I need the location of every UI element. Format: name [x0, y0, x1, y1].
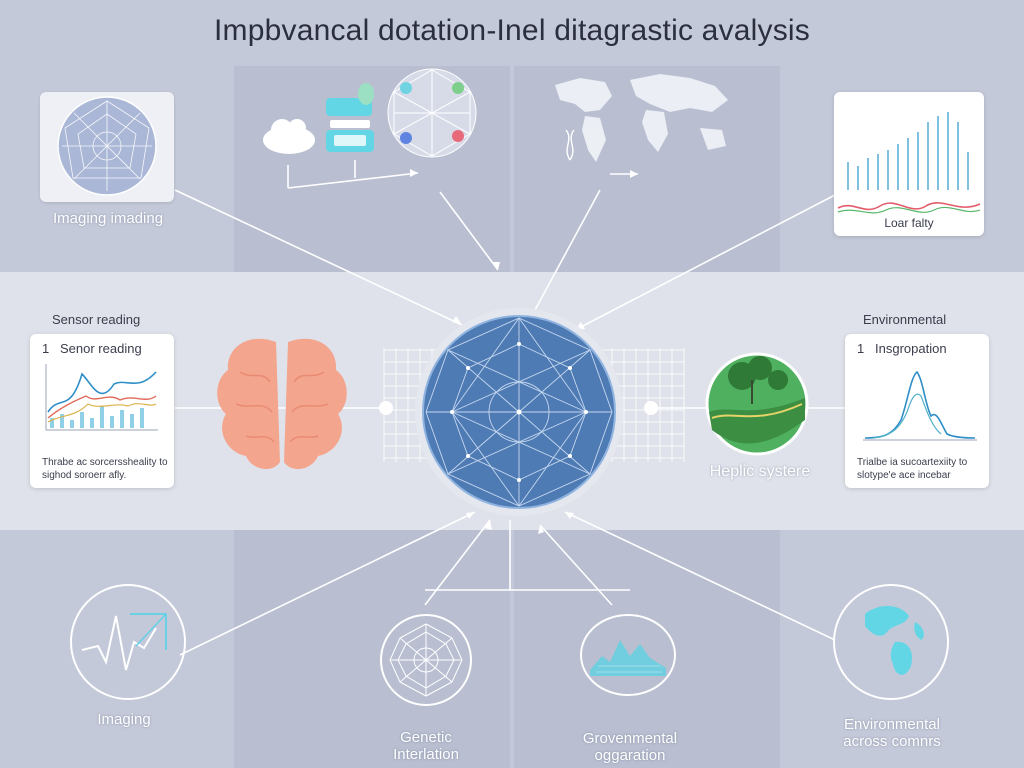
- bottom-label-genetic: Genetic Interlation: [366, 712, 486, 763]
- imaging-card: [40, 92, 174, 202]
- environmental-node: [833, 584, 949, 700]
- imaging-label: Imaging imading: [52, 210, 164, 227]
- grovenmental-node: [580, 614, 676, 696]
- mountain-waveform-icon: [590, 640, 666, 676]
- earth-globe-icon: [865, 605, 924, 675]
- radial-network-icon: [57, 96, 157, 196]
- environmental-heading: Environmental: [863, 312, 947, 327]
- sensor-card-number: 1: [42, 341, 50, 356]
- network-nodes-icon: [387, 68, 477, 158]
- geometric-flower-icon: [389, 623, 463, 697]
- heplic-system-label: Heplic systere: [709, 463, 811, 480]
- page-title: Impbvancal dotation-Inel ditagrastic ava…: [214, 14, 810, 47]
- signal-chart-label: Loar falty: [884, 216, 934, 230]
- environmental-card-title: Insgropation: [875, 341, 947, 356]
- genetic-node: [380, 614, 472, 706]
- bar-signal-chart-icon: [837, 112, 981, 214]
- signal-chart-card: Loar falty: [834, 92, 984, 236]
- bottom-label-environmental: Environmental across comnrs: [818, 699, 966, 750]
- database-icon: [326, 83, 374, 152]
- sensor-card-title: Senor reading: [60, 341, 142, 356]
- sensor-line-chart-icon: [45, 364, 158, 431]
- bottom-label-genetic-text: Genetic Interlation: [393, 729, 459, 763]
- environmental-card-number: 1: [857, 341, 865, 356]
- ecg-waveform-icon: [81, 613, 167, 671]
- bottom-label-imaging: Imaging: [97, 711, 151, 728]
- sensor-heading: Sensor reading: [52, 312, 141, 327]
- peak-chart-icon: [863, 370, 977, 441]
- environmental-card-note: Trialbe ia sucoartexiity to slotype'e ac…: [857, 457, 968, 481]
- cloud-icon: [263, 119, 315, 154]
- bottom-label-environmental-text: Environmental across comnrs: [843, 716, 941, 750]
- bottom-label-grovenmental-text: Grovenmental oggaration: [582, 730, 678, 764]
- sensor-card-note: Thrabe ac sorcerssheality to sighod soro…: [42, 457, 168, 481]
- dna-icon: [565, 129, 575, 161]
- imaging-node: [70, 584, 186, 700]
- bottom-label-grovenmental: Grovenmental oggaration: [560, 713, 700, 764]
- sensor-card: 1 Senor reading Thrabe ac sorcersshealit…: [30, 334, 174, 488]
- environmental-card: 1 Insgropation Trialbe ia sucoartexiity …: [845, 334, 989, 488]
